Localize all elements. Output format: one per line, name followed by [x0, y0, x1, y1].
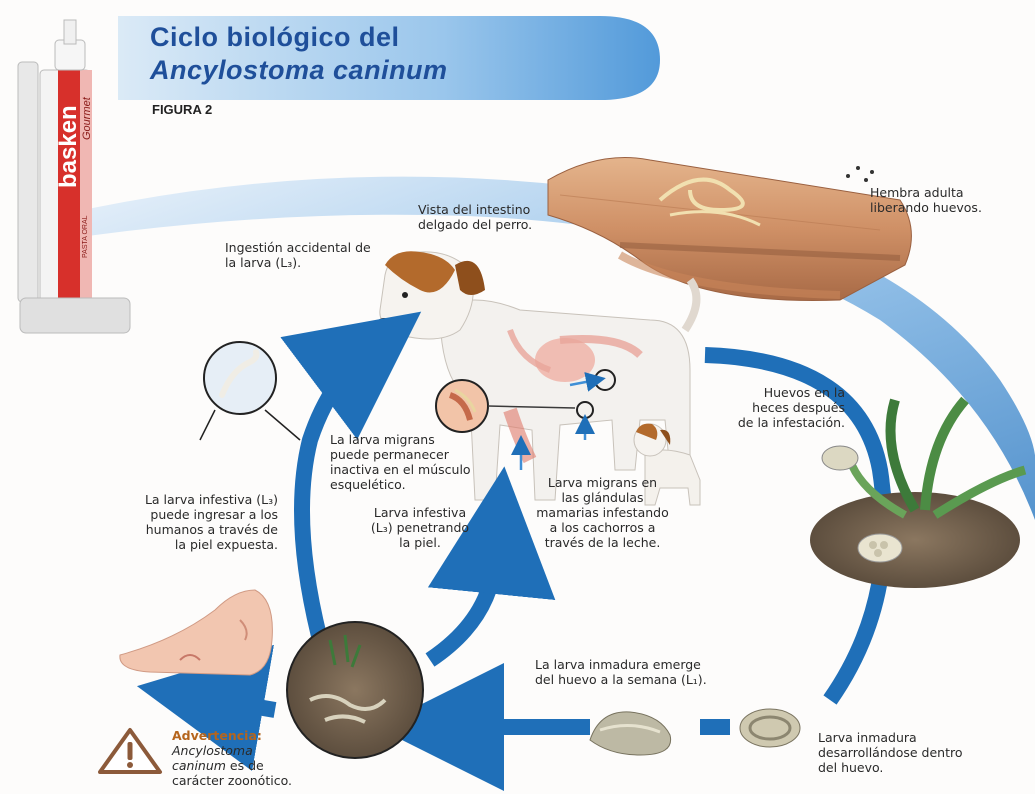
human-foot-illustration: [120, 590, 273, 675]
label-immature-developing: Larva inmadura desarrollándose dentro de…: [818, 730, 962, 775]
product-brand: basken: [55, 105, 82, 188]
larva-hatching-illustration: [590, 712, 671, 755]
label-larva-migrans-muscle: La larva migrans puede permanecer inacti…: [330, 432, 471, 492]
label-infective-human: La larva infestiva (L₃) puede ingresar a…: [110, 492, 278, 552]
label-larva-migrans-mammary: Larva migrans en las glándulas mamarias …: [525, 475, 680, 550]
warning-title: Advertencia:: [172, 728, 262, 743]
product-type: PASTA ORAL: [82, 215, 89, 258]
warning-triangle-icon: [100, 730, 160, 772]
label-ingestion: Ingestión accidental de la larva (L₃).: [225, 240, 371, 270]
product-sub-brand: Gourmet: [81, 96, 93, 140]
arrow-soil-to-foot: [200, 697, 275, 710]
label-intestine-view: Vista del intestino delgado del perro.: [418, 202, 532, 232]
intestine-tissue-illustration: [548, 158, 911, 301]
figure-label: FIGURA 2: [152, 102, 212, 117]
arrow-skin-to-dog: [302, 350, 370, 640]
label-eggs-feces: Huevos en la heces después de la infesta…: [700, 385, 845, 430]
soil-larvae-illustration: [287, 622, 423, 758]
label-infective-skin: Larva infestiva (L₃) penetrando la piel.: [355, 505, 485, 550]
egg-in-feces-icon: [822, 446, 858, 470]
warning-text: Ancylostoma caninum es de carácter zoonó…: [172, 743, 292, 788]
diagram-title-line2: Ancylostoma caninum: [150, 55, 448, 86]
label-adult-female: Hembra adulta liberando huevos.: [870, 185, 982, 215]
label-immature-emerges: La larva inmadura emerge del huevo a la …: [535, 657, 707, 687]
diagram-title-line1: Ciclo biológico del: [150, 22, 400, 53]
eggs-dots: [846, 166, 874, 182]
egg-developing-illustration: [740, 709, 800, 747]
skin-larva-magnifier-icon: [200, 342, 300, 440]
